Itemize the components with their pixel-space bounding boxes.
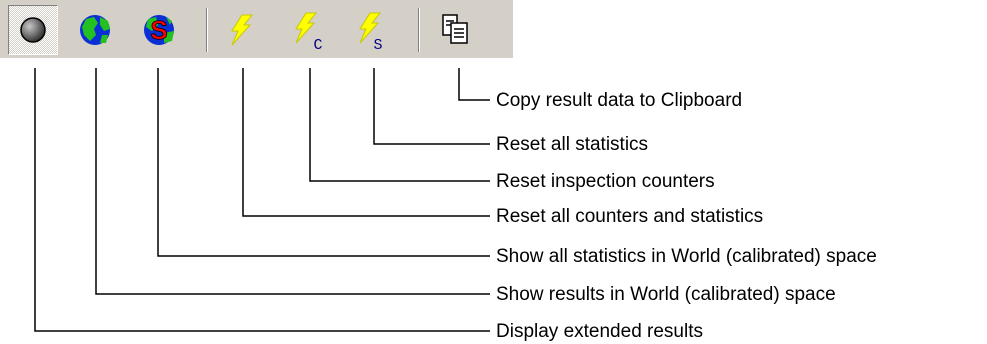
callout-label-copy-clipboard: Copy result data to Clipboard (496, 90, 743, 111)
statistics-s-small-glyph: S (373, 37, 382, 54)
leader-reset-statistics (373, 68, 490, 145)
world-space-results-button[interactable] (70, 5, 120, 55)
toolbar-separator (418, 8, 420, 52)
leader-reset-counters (309, 68, 490, 182)
leader-reset-all (242, 68, 490, 217)
extended-results-button[interactable] (8, 5, 58, 55)
reset-counters-lightning-icon: C (295, 12, 323, 54)
copy-clipboard-button[interactable] (430, 5, 480, 55)
reset-all-lightning-icon (231, 14, 254, 46)
reset-statistics-button[interactable]: S (348, 5, 398, 55)
leader-extended-results (34, 68, 490, 332)
callout-label-world-results: Show results in World (calibrated) space (496, 284, 836, 305)
statistics-s-glyph: S (150, 15, 167, 45)
extended-results-icon (20, 17, 46, 43)
callout-label-extended-results: Display extended results (496, 321, 703, 342)
reset-counters-button[interactable]: C (284, 5, 334, 55)
copy-clipboard-icon (442, 14, 468, 44)
leader-world-statistics (157, 68, 490, 257)
reset-all-button[interactable] (216, 5, 266, 55)
callout-label-reset-all: Reset all counters and statistics (496, 206, 764, 227)
callout-label-reset-statistics: Reset all statistics (496, 134, 649, 155)
leader-copy-clipboard (458, 68, 490, 101)
callout-label-reset-counters: Reset inspection counters (496, 171, 715, 192)
reset-statistics-lightning-icon: S (359, 12, 383, 54)
results-toolbar: S C S (0, 0, 513, 58)
callout-label-world-statistics: Show all statistics in World (calibrated… (496, 246, 877, 267)
toolbar-separator (206, 8, 208, 52)
leader-world-results (95, 68, 490, 295)
world-space-statistics-button[interactable]: S (134, 5, 184, 55)
world-space-results-icon (80, 15, 110, 45)
counters-c-glyph: C (313, 37, 322, 54)
world-space-statistics-icon: S (144, 15, 174, 45)
